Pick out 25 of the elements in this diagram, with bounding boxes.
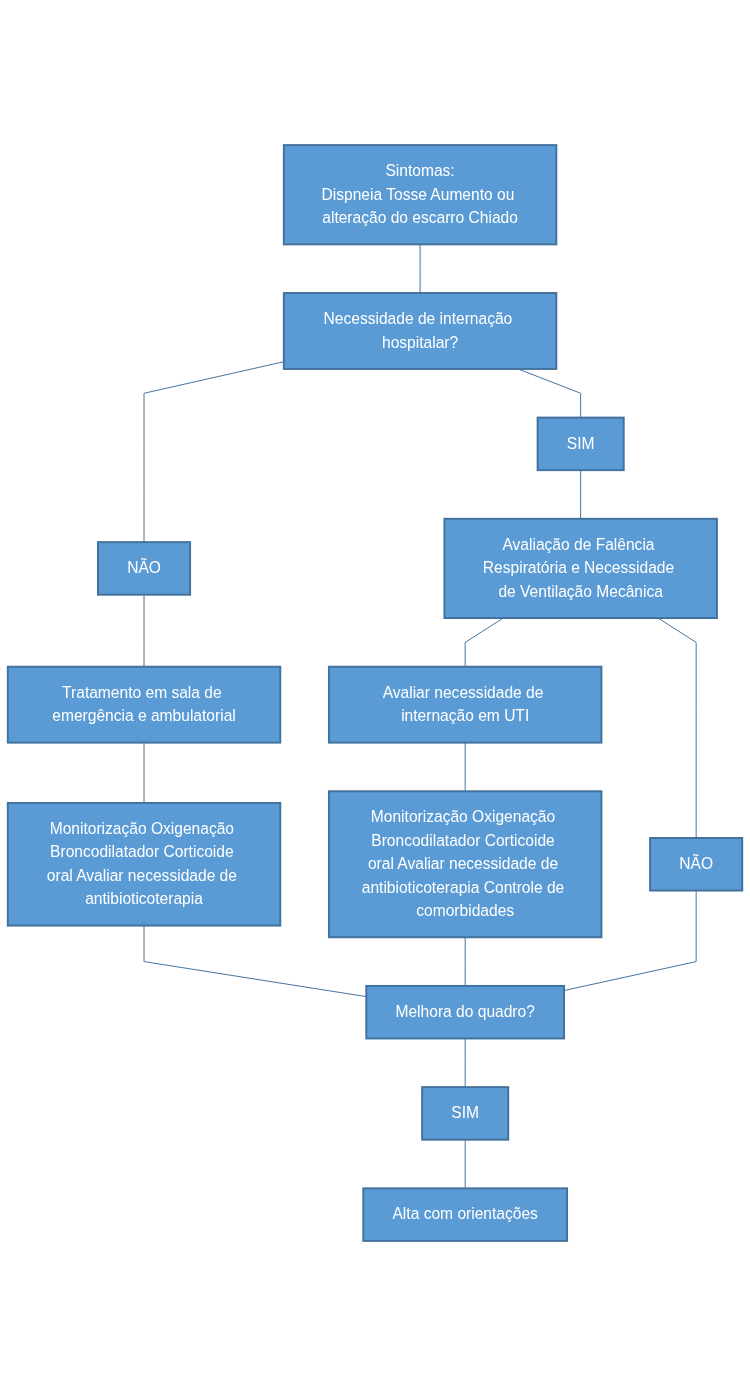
connector — [143, 594, 145, 668]
node-box: SIM — [536, 416, 625, 472]
node-box: Sintomas: Dispneia Tosse Aumento ou alteração do escarro Chiado — [282, 144, 558, 246]
node-box: Monitorização Oxigenação Broncodilatador Corticoide oral Avaliar necessidade de antibioticoterapia Controle de comorbidades — [327, 790, 603, 939]
node-box: Avaliar necessidade de internação em UTI — [327, 665, 603, 744]
connector — [580, 469, 582, 520]
connector — [143, 742, 145, 804]
node-box: Alta com orientações — [362, 1187, 569, 1242]
connector — [464, 742, 466, 792]
connector — [464, 1139, 466, 1189]
connector — [143, 925, 367, 998]
node-box: Avaliação de Falência Respiratória e Necessidade de Ventilação Mecânica — [443, 517, 718, 620]
connector — [657, 617, 697, 839]
node-box: Tratamento em sala de emergência e ambulatorial — [6, 665, 282, 744]
node-box: NÃO — [97, 541, 192, 596]
connector — [464, 936, 466, 987]
connector — [517, 368, 582, 419]
node-box: SIM — [421, 1086, 510, 1141]
connector — [419, 243, 421, 294]
connector — [464, 617, 504, 668]
node-box: Monitorização Oxigenação Broncodilatador Corticoide oral Avaliar necessidade de antibioticoterapia — [6, 802, 282, 927]
node-box: NÃO — [649, 837, 744, 892]
node-box: Necessidade de internação hospitalar? — [282, 292, 558, 370]
node-box: Melhora do quadro? — [365, 984, 566, 1040]
connector — [464, 1038, 466, 1088]
